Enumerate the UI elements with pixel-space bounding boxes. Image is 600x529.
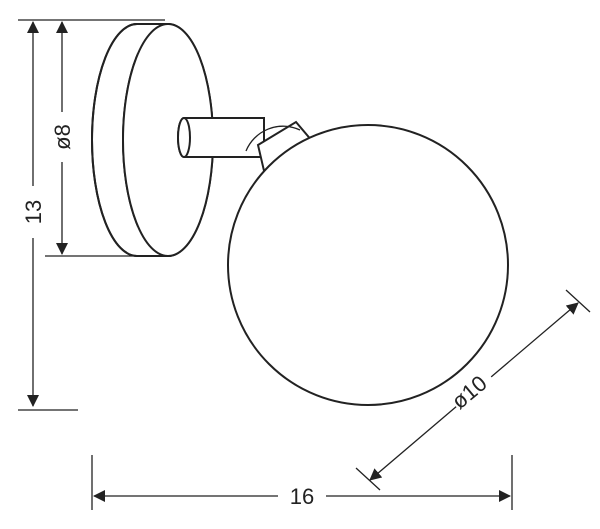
globe-shade	[227, 124, 509, 406]
plate-diameter-label: ø8	[50, 124, 75, 150]
extension-lines	[18, 19, 591, 510]
height-label: 13	[21, 200, 46, 224]
width-label: 16	[290, 484, 314, 509]
plate-diameter-dimension: ø8	[48, 21, 76, 255]
width-dimension: 16	[93, 484, 511, 510]
height-dimension: 13	[20, 21, 46, 407]
